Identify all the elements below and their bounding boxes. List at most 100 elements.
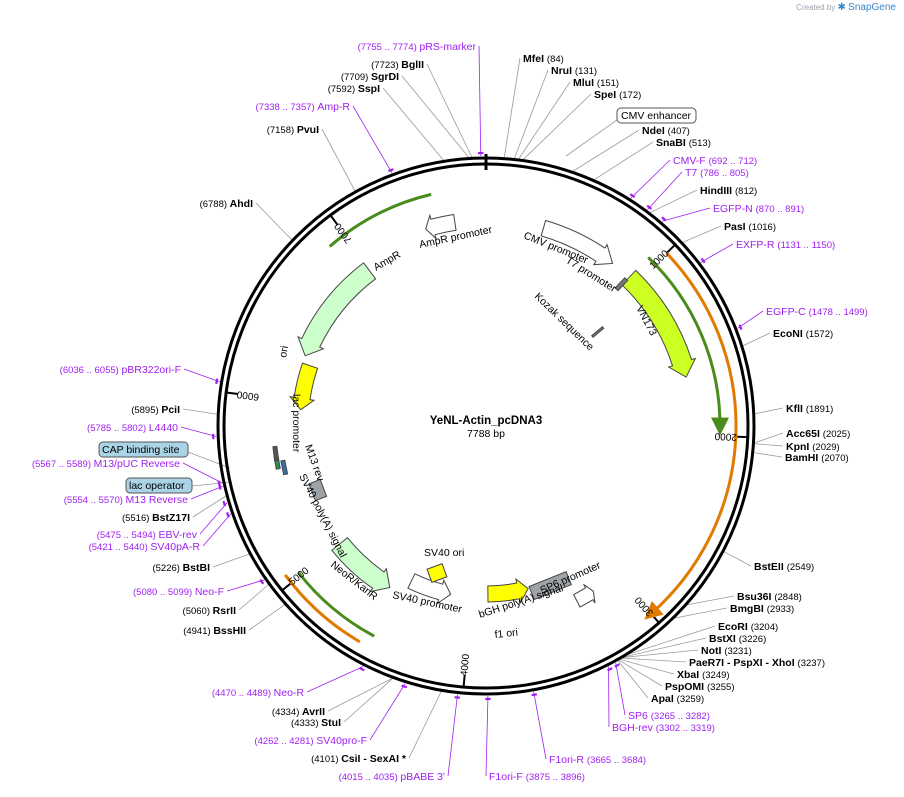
leader-line <box>182 408 218 415</box>
primer-name: Neo-F <box>195 586 224 598</box>
leader-line <box>615 662 626 716</box>
primer-mark <box>454 696 460 699</box>
tick-label: 3000 <box>633 594 656 618</box>
enzyme-position: (1891) <box>806 404 833 415</box>
primer-label: T7 (786 .. 805) <box>685 167 749 179</box>
primer-label: (4262 .. 4281) SV40pro-F <box>254 735 367 747</box>
leader-line <box>518 81 571 160</box>
enzyme-label: BstEII (2549) <box>754 561 814 573</box>
site-marks <box>212 151 743 701</box>
bgh-polya-box <box>528 570 573 601</box>
enzyme-position: (1572) <box>806 329 833 340</box>
leader-line <box>522 93 592 160</box>
enzyme-position: (2549) <box>787 562 814 573</box>
enzyme-name: NdeI <box>642 125 668 137</box>
leader-line <box>630 159 671 199</box>
primer-mark <box>607 667 613 672</box>
primer-label: CMV-F (692 .. 712) <box>673 155 757 167</box>
enzyme-label: EcoNI (1572) <box>773 328 833 340</box>
sp6-promoter-arrow <box>572 583 596 608</box>
leader-line <box>187 451 231 469</box>
primer-range: (5554 .. 5570) <box>64 495 126 506</box>
enzyme-label: PaeR7I - PspXI - XhoI (3237) <box>689 657 825 669</box>
primer-range: (5785 .. 5802) <box>87 423 149 434</box>
enzyme-label: SpeI (172) <box>594 89 641 101</box>
tick-label: 4000 <box>459 653 472 677</box>
leader-line <box>401 75 470 158</box>
primer-label: (5554 .. 5570) M13 Reverse <box>64 494 188 506</box>
ampr-arrow <box>297 262 377 357</box>
label-cmv-enhancer: CMV enhancer <box>621 110 692 122</box>
leader-line <box>753 452 783 458</box>
leader-line <box>192 495 227 518</box>
primer-label: EGFP-N (870 .. 891) <box>713 203 804 215</box>
leader-line <box>321 128 356 192</box>
enzyme-name: KpnI <box>786 441 812 453</box>
primer-label: (7338 .. 7357) Amp-R <box>256 101 351 113</box>
leader-line <box>199 502 228 535</box>
primer-label: (4015 .. 4035) pBABE 3' <box>339 771 445 783</box>
enzyme-position: (5060) <box>183 606 213 617</box>
enzyme-label: (5516) BstZ17I <box>122 512 190 524</box>
leader-line <box>255 202 293 241</box>
enzyme-label: MfeI (84) <box>523 53 564 65</box>
enzyme-position: (3237) <box>798 658 825 669</box>
primer-mark <box>388 168 394 173</box>
primer-range: (692 .. 712) <box>709 156 758 167</box>
enzyme-name: PaeR7I - PspXI - XhoI <box>689 657 798 669</box>
primer-range: (3265 .. 3282) <box>651 711 710 722</box>
enzyme-name: CsiI - SexAI * <box>341 753 407 765</box>
primer-range: (4470 .. 4489) <box>212 688 274 699</box>
enzyme-name: BstEII <box>754 561 787 573</box>
leader-lines <box>180 45 784 777</box>
leader-line <box>623 637 707 658</box>
primer-range: (5080 .. 5099) <box>133 587 195 598</box>
leader-line <box>649 189 698 214</box>
lac-operator-box: lac operator <box>125 477 193 494</box>
leader-line <box>485 695 489 777</box>
primer-label: EXFP-R (1131 .. 1150) <box>736 239 835 251</box>
leader-line <box>202 513 232 547</box>
leader-line <box>426 63 473 158</box>
enzyme-label: (7158) PvuI <box>267 124 319 136</box>
enzyme-label: MluI (151) <box>573 77 619 89</box>
enzyme-label: (6788) AhdI <box>200 198 254 210</box>
enzyme-position: (7709) <box>341 72 371 83</box>
enzyme-label: (4101) CsiI - SexAI * <box>311 753 407 765</box>
primer-name: F1ori-R <box>549 754 587 766</box>
enzyme-label: KflI (1891) <box>786 403 833 415</box>
leader-line <box>647 171 683 210</box>
primer-range: (786 .. 805) <box>700 168 749 179</box>
site-labels: MfeI (84)NruI (131)MluI (151)SpeI (172)N… <box>32 41 868 783</box>
enzyme-name: SspI <box>358 83 380 95</box>
enzyme-name: Bsu36I <box>737 591 774 603</box>
credit-brand: SnapGene <box>848 2 896 13</box>
sv40-polya-box <box>308 478 328 502</box>
snapgene-credit: Created by ✱ SnapGene <box>796 2 896 13</box>
enzyme-position: (5516) <box>122 513 152 524</box>
primer-mark <box>259 578 265 585</box>
primer-label: F1ori-F (3875 .. 3896) <box>489 771 585 783</box>
primer-name: CMV-F <box>673 155 709 167</box>
enzyme-name: BssHII <box>213 625 246 637</box>
enzyme-position: (1016) <box>749 222 776 233</box>
leader-line <box>533 691 547 760</box>
enzyme-position: (131) <box>575 66 597 77</box>
primer-mark <box>661 216 667 222</box>
credit-prefix: Created by <box>796 3 836 12</box>
enzyme-position: (2933) <box>767 604 794 615</box>
vn173-arrow <box>621 269 697 378</box>
enzyme-name: XbaI <box>677 669 702 681</box>
f1-ori-arrow <box>487 577 529 605</box>
enzyme-label: (4941) BssHII <box>183 625 246 637</box>
enzyme-position: (4334) <box>272 707 302 718</box>
primer-name: pBABE 3' <box>400 771 445 783</box>
enzyme-position: (4333) <box>291 718 321 729</box>
enzyme-label: Acc65I (2025) <box>786 428 850 440</box>
label-lac-operator: lac operator <box>129 480 185 492</box>
enzyme-position: (407) <box>668 126 690 137</box>
primer-range: (1131 .. 1150) <box>777 240 835 251</box>
leader-line <box>352 105 393 174</box>
enzyme-position: (3231) <box>724 646 751 657</box>
enzyme-label: KpnI (2029) <box>786 441 840 453</box>
